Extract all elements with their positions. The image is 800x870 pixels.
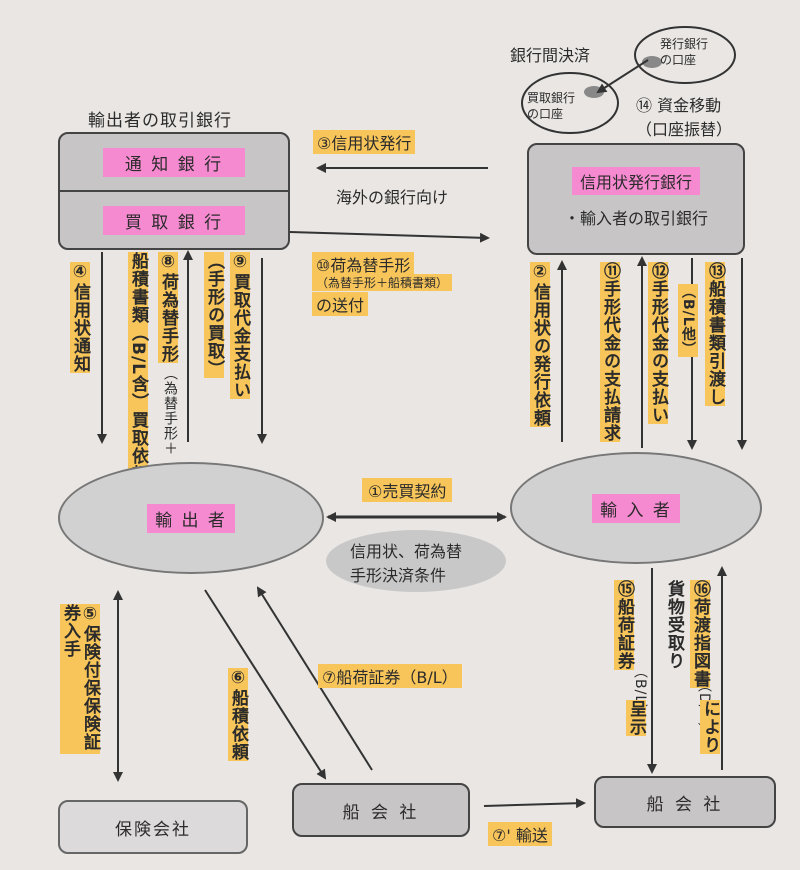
negotiating-bank-label: 買 取 銀 行 <box>102 205 246 235</box>
step-9-sub: （手形の買取） <box>204 252 224 378</box>
step-13-sub: （B/L他） <box>678 284 698 357</box>
exporter-bank-box: 通 知 銀 行 買 取 銀 行 <box>58 132 290 250</box>
step-5-label: ⑤保険付保保険証券入手 <box>60 604 100 754</box>
step-10-sub: （為替手形＋船積書類） <box>312 274 453 291</box>
step-8-sub: （為替手形＋ <box>162 366 178 456</box>
step-11-label: ⑪手形代金の支払請求 <box>600 262 620 442</box>
shipping-company-box-2: 船 会 社 <box>594 776 776 828</box>
issuing-bank-label: 信用状発行銀行 <box>571 167 700 195</box>
step-8-col2: 船積書類（B/L含）買取依頼 <box>128 252 148 483</box>
arrow-7 <box>256 586 373 771</box>
issuing-account-circle <box>634 26 736 84</box>
step-12-label: ⑫手形代金の支払い <box>648 262 668 424</box>
exporter-bank-title: 輸出者の取引銀行 <box>88 111 232 131</box>
shipping-company-box-1: 船 会 社 <box>292 783 470 837</box>
step-13-label: ⑬船積書類引渡し <box>705 262 725 406</box>
step-9-label: ⑨買取代金支払い <box>230 252 250 399</box>
fund-move-sub: （口座振替） <box>636 120 733 139</box>
exporter-label: 輸 出 者 <box>147 503 235 533</box>
interbank-label: 銀行間決済 <box>510 46 591 65</box>
importer-label: 輸 入 者 <box>592 493 680 523</box>
condition-oval <box>326 530 506 592</box>
step-16-tail: により <box>700 700 720 754</box>
step-8-label: ⑧荷為替手形 <box>158 252 178 363</box>
importer-node: 輸 入 者 <box>510 452 762 564</box>
arrow-10 <box>289 231 490 243</box>
insurance-company-box: 保険会社 <box>58 800 248 854</box>
fund-move-label: ⑭ 資金移動 <box>636 96 722 115</box>
advising-bank-label: 通 知 銀 行 <box>102 147 246 177</box>
step-10-tail: の送付 <box>312 292 369 316</box>
step-15-label: ⑮船荷証券 <box>614 580 634 670</box>
shipping-company-label-1: 船 会 社 <box>342 802 420 823</box>
step-16-col2: 貨物受取り <box>664 580 684 670</box>
step-2-label: ②信用状の発行依頼 <box>530 262 550 427</box>
fund-move-arrow <box>596 59 649 94</box>
step-4-label: ④信用状通知 <box>70 262 90 373</box>
exporter-node: 輸 出 者 <box>58 462 324 574</box>
arrow-7b <box>483 798 586 809</box>
step-7b-label: ⑦' 輸送 <box>488 822 552 846</box>
negotiating-account-circle <box>521 72 619 134</box>
step-15-tail: 呈示 <box>626 700 646 736</box>
negotiating-account-label: 買取銀行の口座 <box>527 91 576 121</box>
issuing-bank-sub: ・輸入者の取引銀行 <box>563 209 708 228</box>
arrow-6 <box>204 589 327 780</box>
step-3-label: ③信用状発行 <box>313 130 416 154</box>
issuing-bank-box: 信用状発行銀行 ・輸入者の取引銀行 <box>527 143 745 255</box>
insurance-company-label: 保険会社 <box>115 819 191 840</box>
issuing-account-label: 発行銀行の口座 <box>660 37 709 67</box>
step-1-label: ①売買契約 <box>362 478 453 502</box>
step-1-cond2: 手形決済条件 <box>350 566 447 585</box>
step-1-cond1: 信用状、荷為替 <box>350 542 463 561</box>
step-6-label: ⑥船積依頼 <box>228 668 248 761</box>
step-3-sub: 海外の銀行向け <box>336 188 449 207</box>
step-16-label: ⑯荷渡指図書 <box>690 580 710 688</box>
step-7-label: ⑦船荷証券（B/L） <box>318 664 462 688</box>
shipping-company-label-2: 船 会 社 <box>646 794 724 815</box>
step-10-label: ⑩荷為替手形 <box>312 252 415 276</box>
